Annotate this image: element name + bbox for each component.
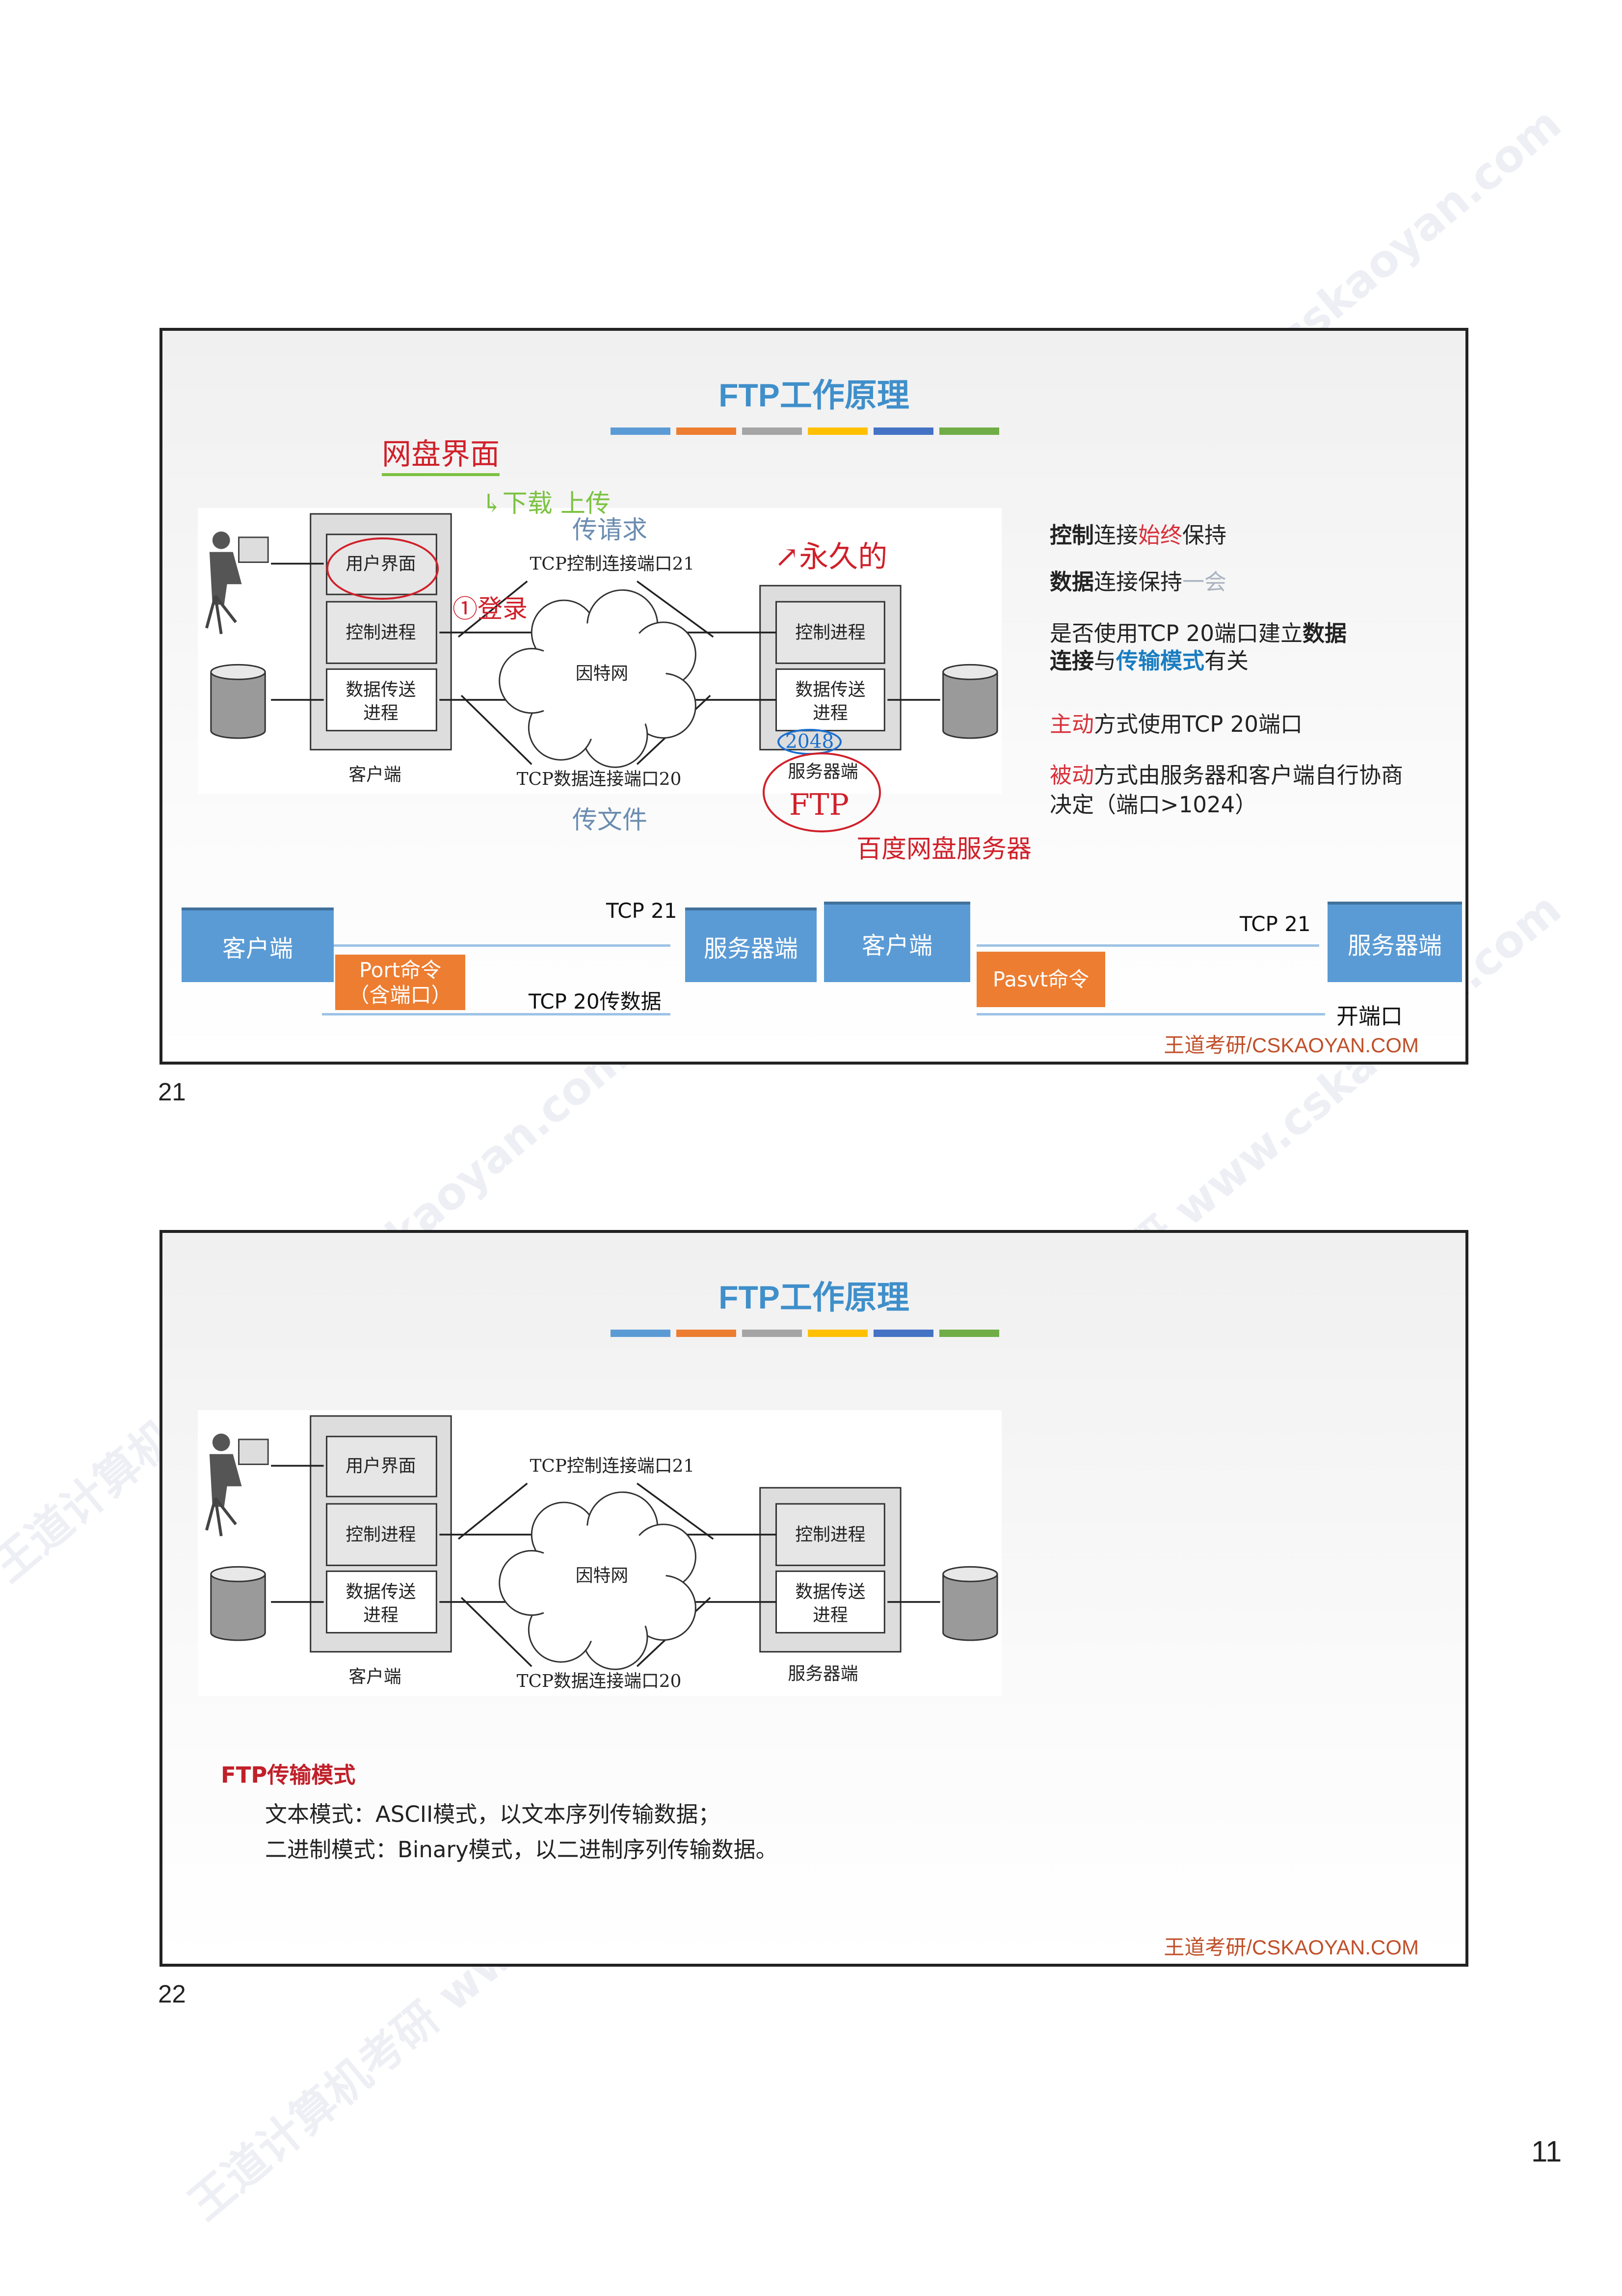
internet-cloud	[499, 589, 696, 768]
tcp20-label: TCP 20传数据	[529, 989, 662, 1014]
client-label: 客户端	[348, 1667, 401, 1687]
tcp21-label: TCP 21	[606, 899, 677, 923]
tcp-control-label: TCP控制连接端口21	[530, 1456, 695, 1476]
tcp-data-label: TCP数据连接端口20	[517, 769, 682, 789]
pasv-command-box: Pasvt命令	[977, 952, 1105, 1007]
annotation-circle-ui	[326, 537, 439, 600]
active-client-box: 客户端	[182, 908, 334, 982]
annotation-permanent: ↗永久的	[774, 540, 888, 574]
passive-server-box: 服务器端	[1328, 902, 1462, 982]
user-icon	[205, 531, 269, 635]
client-data-process: 数据传送	[346, 680, 416, 700]
open-port-arrow	[977, 1013, 1325, 1015]
server-control-process: 控制进程	[795, 1525, 865, 1545]
tcp-data-label: TCP数据连接端口20	[517, 1671, 682, 1691]
database-icon-right	[942, 664, 998, 739]
server-data-process: 进程	[813, 1605, 848, 1626]
annotation-ftp: FTP	[789, 788, 850, 822]
text-mode-line: 文本模式：ASCII模式，以文本序列传输数据；	[265, 1801, 720, 1827]
database-icon-left	[210, 664, 266, 739]
client-data-process: 进程	[363, 703, 399, 723]
client-label: 客户端	[348, 765, 401, 785]
passive-tcp21-arrow	[977, 944, 1319, 947]
annotation-send-request: 传请求	[572, 516, 648, 545]
server-label: 服务器端	[788, 1664, 858, 1684]
client-data-process: 数据传送	[346, 1582, 416, 1602]
client-control-process: 控制进程	[346, 1525, 416, 1545]
annotation-baidu-server: 百度网盘服务器	[856, 835, 1032, 864]
note-tcp20-line2: 连接与传输模式有关	[1050, 648, 1249, 674]
tcp-control-label: TCP控制连接端口21	[530, 554, 695, 574]
annotation-circle-server	[763, 752, 881, 832]
server-control-process: 控制进程	[795, 623, 865, 643]
client-data-process: 进程	[363, 1605, 399, 1626]
transfer-mode-heading: FTP传输模式	[221, 1762, 356, 1788]
annotation-login: ①登录	[452, 595, 528, 624]
tcp20-arrow	[322, 1013, 670, 1015]
note-passive-mode-2: 决定（端口>1024）	[1050, 792, 1257, 818]
port-command-box: Port命令（含端口）	[335, 955, 465, 1010]
annotation-send-file: 传文件	[572, 806, 648, 835]
slide-title: FTP工作原理	[718, 1279, 909, 1315]
note-control-connection: 控制连接始终保持	[1050, 522, 1227, 548]
annotation-download-upload: ↳下载 上传	[481, 489, 611, 518]
server-data-process: 数据传送	[795, 1582, 865, 1602]
slide-footer: 王道考研/CSKAOYAN.COM	[1164, 1936, 1419, 1959]
annotation-netdisk-ui: 网盘界面	[382, 430, 500, 476]
note-data-connection: 数据连接保持一会	[1050, 569, 1227, 595]
color-bars	[611, 1330, 999, 1337]
server-data-process: 进程	[813, 703, 848, 723]
active-server-box: 服务器端	[685, 908, 817, 982]
user-interface-label: 用户界面	[346, 1456, 416, 1476]
database-icon-right	[942, 1566, 998, 1641]
user-icon	[205, 1433, 269, 1537]
internet-label: 因特网	[576, 664, 628, 684]
client-control-process: 控制进程	[346, 623, 416, 643]
color-bars	[611, 427, 999, 435]
internet-label: 因特网	[576, 1566, 628, 1586]
server-data-process: 数据传送	[795, 680, 865, 700]
ftp-diagram: 用户界面 控制进程 数据传送 进程 控制进程 数据传送 进程 因特网 TCP控制…	[198, 508, 1002, 794]
internet-cloud	[499, 1491, 696, 1670]
slide-number: 21	[158, 1078, 186, 1106]
slide-footer: 王道考研/CSKAOYAN.COM	[1164, 1034, 1419, 1057]
annotation-port-2048: 2048	[777, 729, 842, 755]
slide-21: FTP工作原理	[160, 328, 1468, 1065]
passive-tcp21-label: TCP 21	[1240, 912, 1311, 936]
slide-number: 22	[158, 1980, 186, 2008]
open-port-label: 开端口	[1336, 1003, 1403, 1029]
note-passive-mode: 被动方式由服务器和客户端自行协商	[1050, 762, 1404, 788]
slide-title: FTP工作原理	[718, 377, 909, 413]
note-tcp20-line1: 是否使用TCP 20端口建立数据	[1050, 620, 1347, 646]
slide-22: FTP工作原理	[160, 1230, 1468, 1967]
tcp21-arrow	[334, 944, 670, 947]
note-active-mode: 主动方式使用TCP 20端口	[1050, 711, 1303, 737]
passive-client-box: 客户端	[824, 902, 970, 982]
binary-mode-line: 二进制模式：Binary模式，以二进制序列传输数据。	[265, 1837, 778, 1863]
page-number: 11	[1531, 2135, 1562, 2168]
database-icon-left	[210, 1566, 266, 1641]
ftp-diagram: 用户界面 控制进程 数据传送 进程 控制进程 数据传送 进程 因特网 TCP控制…	[198, 1410, 1002, 1696]
